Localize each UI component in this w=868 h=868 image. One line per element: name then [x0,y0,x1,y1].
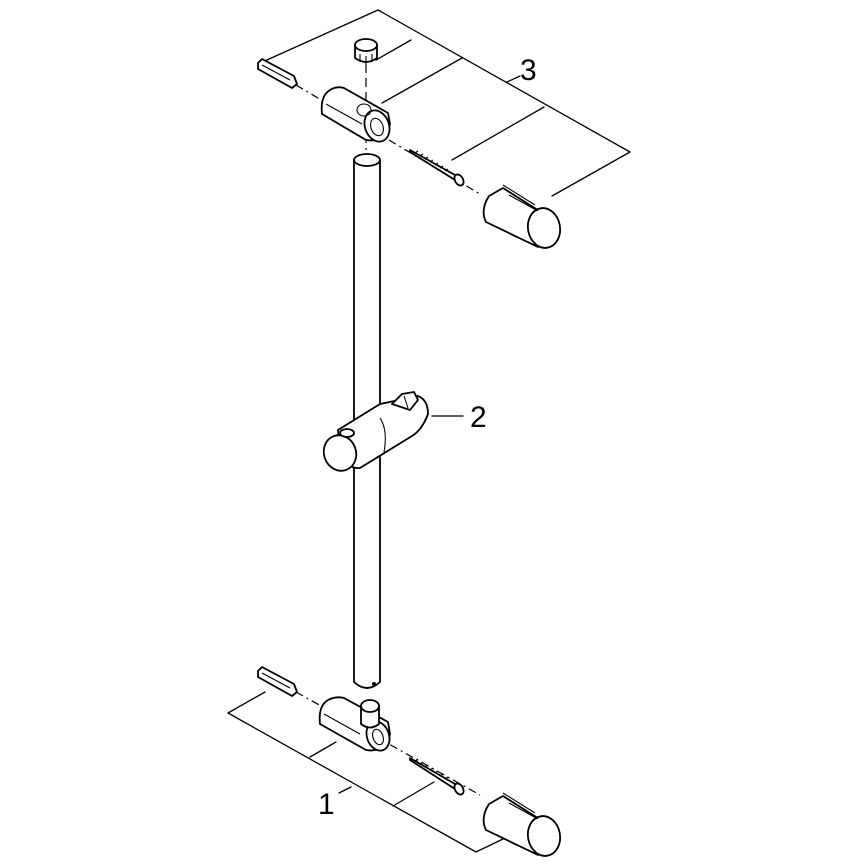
callout-3-bracket-lines [257,9,631,197]
callout-1: 1 [318,786,352,821]
upper-cap-icon [354,38,378,64]
lower-wall-anchor-icon [257,666,298,697]
upper-screw-icon [409,149,465,187]
upper-wall-bracket-icon [320,86,391,143]
callout-3-label: 3 [520,54,537,87]
lower-axis-line [295,691,481,796]
callout-1-bracket-lines [227,691,506,853]
callout-2: 2 [431,401,487,434]
lower-cover-cap-icon [482,792,562,857]
callout-1-label: 1 [318,788,335,821]
callout-2-label: 2 [470,401,487,434]
slider-holder-icon [322,391,429,472]
upper-cover-cap-icon [482,184,562,249]
callout-3: 3 [506,54,537,87]
lower-wall-bracket-icon [318,696,391,752]
lower-screw-icon [409,757,465,796]
upper-wall-anchor-icon [257,58,298,89]
